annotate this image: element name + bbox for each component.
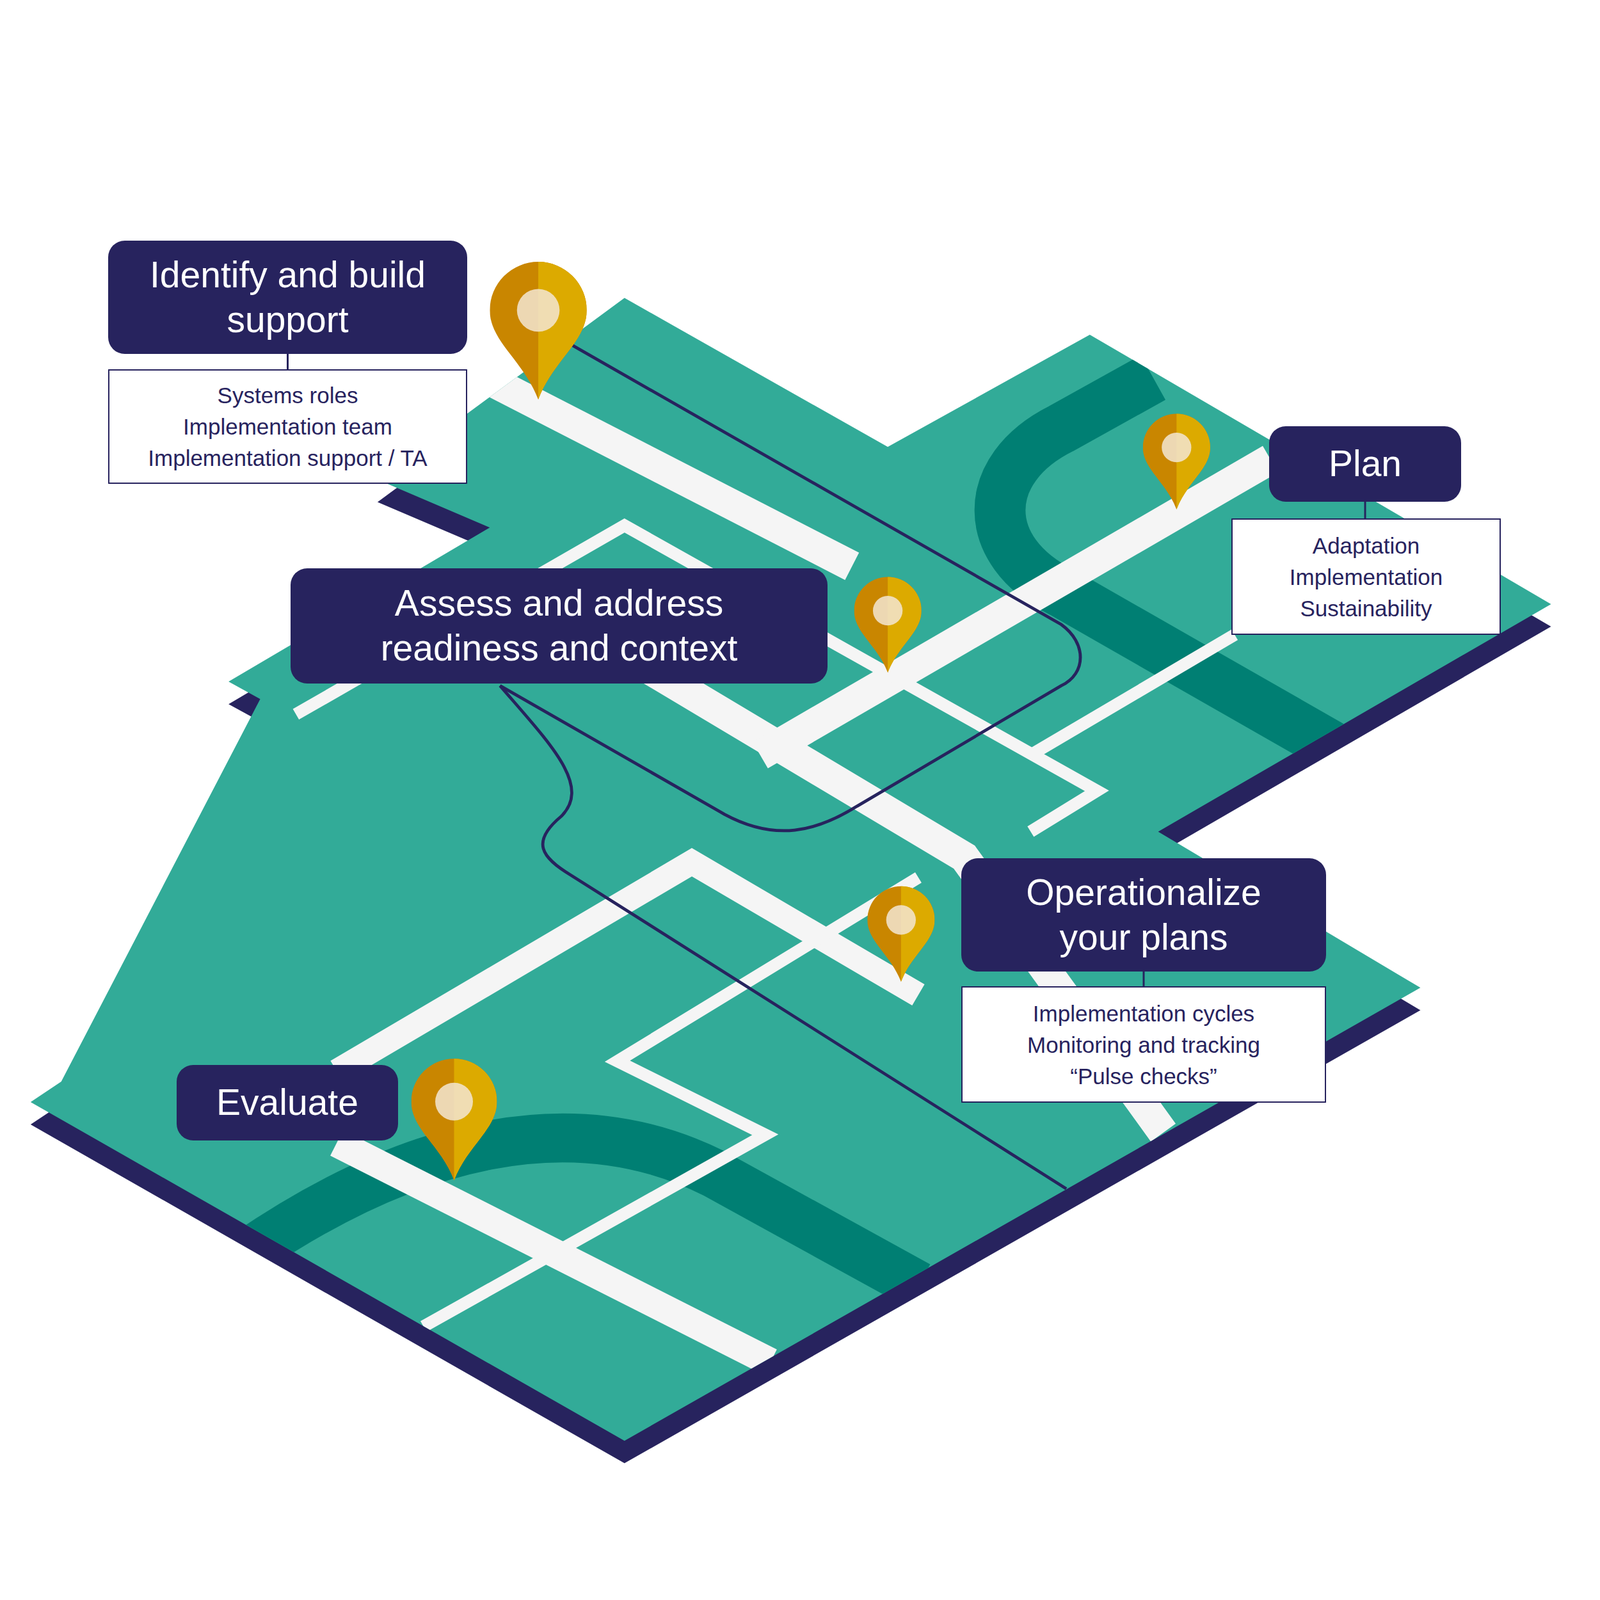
step-heading-box: Assess and address readiness and context bbox=[290, 568, 828, 684]
map-slab bbox=[30, 298, 1552, 1464]
step-title: Operationalize your plans bbox=[986, 870, 1301, 960]
step-title: Assess and address readiness and context bbox=[316, 581, 802, 671]
step-heading-box: Plan bbox=[1269, 426, 1462, 502]
step-heading-box: Identify and build support bbox=[108, 240, 468, 354]
step-detail: Implementation support / TA bbox=[147, 442, 427, 474]
step-title: Evaluate bbox=[216, 1080, 359, 1126]
step-detail: “Pulse checks” bbox=[1070, 1060, 1218, 1092]
step-detail: Implementation team bbox=[183, 410, 393, 443]
step-detail: Systems roles bbox=[217, 379, 359, 411]
step-detail: Implementation bbox=[1289, 561, 1443, 593]
leader-connector bbox=[287, 353, 288, 370]
step-detail: Adaptation bbox=[1312, 529, 1420, 562]
step-detail-box: Systems rolesImplementation teamImplemen… bbox=[108, 369, 468, 484]
step-detail: Monitoring and tracking bbox=[1027, 1029, 1261, 1061]
step-detail-box: Implementation cyclesMonitoring and trac… bbox=[961, 986, 1327, 1103]
step-detail: Sustainability bbox=[1299, 592, 1432, 624]
step-title: Identify and build support bbox=[133, 252, 442, 342]
step-title: Plan bbox=[1328, 441, 1402, 487]
leader-connector bbox=[1143, 971, 1145, 987]
step-detail: Implementation cycles bbox=[1032, 997, 1255, 1030]
map-features bbox=[245, 341, 1348, 1362]
leader-connector bbox=[1365, 501, 1366, 519]
step-heading-box: Operationalize your plans bbox=[961, 858, 1327, 972]
step-heading-box: Evaluate bbox=[176, 1064, 399, 1141]
step-detail-box: AdaptationImplementationSustainability bbox=[1231, 518, 1501, 635]
